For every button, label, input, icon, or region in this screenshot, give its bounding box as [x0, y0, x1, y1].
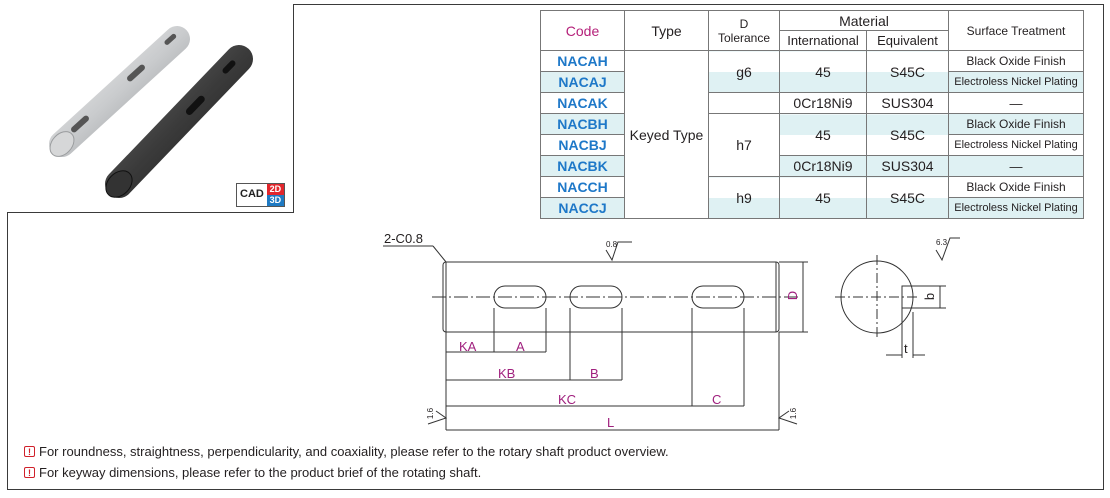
tolerance-header-label: Tolerance [717, 30, 771, 45]
alert-icon: ! [24, 446, 35, 457]
code-cell[interactable]: NACBH [540, 113, 625, 135]
cad-2d-label: 2D [266, 184, 284, 195]
code-cell[interactable]: NACAH [540, 50, 625, 72]
table-row: NACBH h7 45 S45C Black Oxide Finish [540, 113, 1084, 177]
note-text: For roundness, straightness, perpendicul… [39, 444, 669, 459]
dim-b-label: B [590, 366, 599, 381]
code-cell[interactable]: NACBJ [540, 134, 625, 156]
international-header: International [779, 30, 867, 51]
spec-table: Code Type D Tolerance Material Surface T… [540, 10, 1084, 219]
table-row: NACBK 0Cr18Ni9 SUS304 — [540, 155, 1084, 177]
note-item: ! For roundness, straightness, perpendic… [24, 441, 669, 462]
table-row: NACAK 0Cr18Ni9 SUS304 — [540, 92, 1084, 114]
type-cell: Keyed Type [624, 50, 709, 219]
roughness-08-label: 0.8 [606, 240, 618, 249]
material-intl-cell: 45 [779, 50, 867, 93]
silver-shaft-image [49, 26, 190, 157]
note-item: ! For keyway dimensions, please refer to… [24, 462, 669, 483]
code-header: Code [540, 10, 625, 51]
surface-cell: Black Oxide Finish [948, 176, 1084, 198]
roughness-63-label: 6.3 [936, 238, 948, 247]
material-intl-cell: 0Cr18Ni9 [779, 155, 867, 177]
surface-cell: Black Oxide Finish [948, 50, 1084, 72]
table-row: NACAH Keyed Type g6 45 S45C Black Oxide … [540, 50, 1084, 219]
tolerance-header: D Tolerance [708, 10, 780, 51]
roughness-16-left-label: 1.6 [426, 407, 436, 420]
surface-cell: Black Oxide Finish [948, 113, 1084, 135]
material-header: Material [779, 10, 949, 31]
notes: ! For roundness, straightness, perpendic… [24, 441, 669, 483]
surface-cell: — [948, 92, 1084, 114]
dim-c-label: C [712, 392, 722, 407]
d-header-label: D [739, 16, 749, 31]
material-intl-cell: 45 [779, 176, 867, 219]
dim-t-label: t [904, 341, 908, 356]
material-intl-cell: 0Cr18Ni9 [779, 92, 867, 114]
table-row: NACCH h9 45 S45C Black Oxide Finish [540, 176, 1084, 219]
code-cell[interactable]: NACAJ [540, 71, 625, 93]
code-cell[interactable]: NACAK [540, 92, 625, 114]
tolerance-cell: g6 [708, 50, 780, 93]
cad-3d-label: 3D [266, 195, 284, 206]
material-equiv-cell: S45C [866, 50, 949, 93]
cad-label: CAD [240, 188, 264, 200]
material-equiv-cell: S45C [866, 176, 949, 219]
product-photo-panel [7, 4, 294, 213]
roughness-16-right-label: 1.6 [789, 407, 799, 420]
tolerance-blank-cell [708, 92, 780, 114]
dim-kc-label: KC [558, 392, 577, 407]
surface-header: Surface Treatment [948, 10, 1084, 51]
material-intl-cell: 45 [779, 113, 867, 156]
dim-kb-label: KB [498, 366, 516, 381]
surface-cell: Electroless Nickel Plating [948, 134, 1084, 156]
alert-icon: ! [24, 467, 35, 478]
material-equiv-cell: S45C [866, 113, 949, 156]
dim-l-label: L [607, 415, 615, 430]
material-equiv-cell: SUS304 [866, 92, 949, 114]
code-cell[interactable]: NACBK [540, 155, 625, 177]
dim-b-small-label: b [922, 292, 938, 301]
product-photo [49, 26, 253, 198]
cad-badge[interactable]: CAD 2D 3D [236, 183, 285, 207]
dim-d-label: D [785, 290, 801, 301]
note-text: For keyway dimensions, please refer to t… [39, 465, 482, 480]
tolerance-cell: h7 [708, 113, 780, 177]
type-header: Type [624, 10, 709, 51]
chamfer-label: 2-C0.8 [384, 231, 424, 246]
equivalent-header: Equivalent [866, 30, 949, 51]
black-shaft-image [105, 45, 253, 198]
dim-ka-label: KA [459, 339, 477, 354]
surface-cell: Electroless Nickel Plating [948, 71, 1084, 93]
surface-cell: Electroless Nickel Plating [948, 197, 1084, 219]
code-cell[interactable]: NACCJ [540, 197, 625, 219]
code-cell[interactable]: NACCH [540, 176, 625, 198]
dim-a-label: A [516, 339, 525, 354]
tolerance-cell: h9 [708, 176, 780, 219]
surface-cell: — [948, 155, 1084, 177]
material-equiv-cell: SUS304 [866, 155, 949, 177]
page-frame [7, 4, 1104, 490]
